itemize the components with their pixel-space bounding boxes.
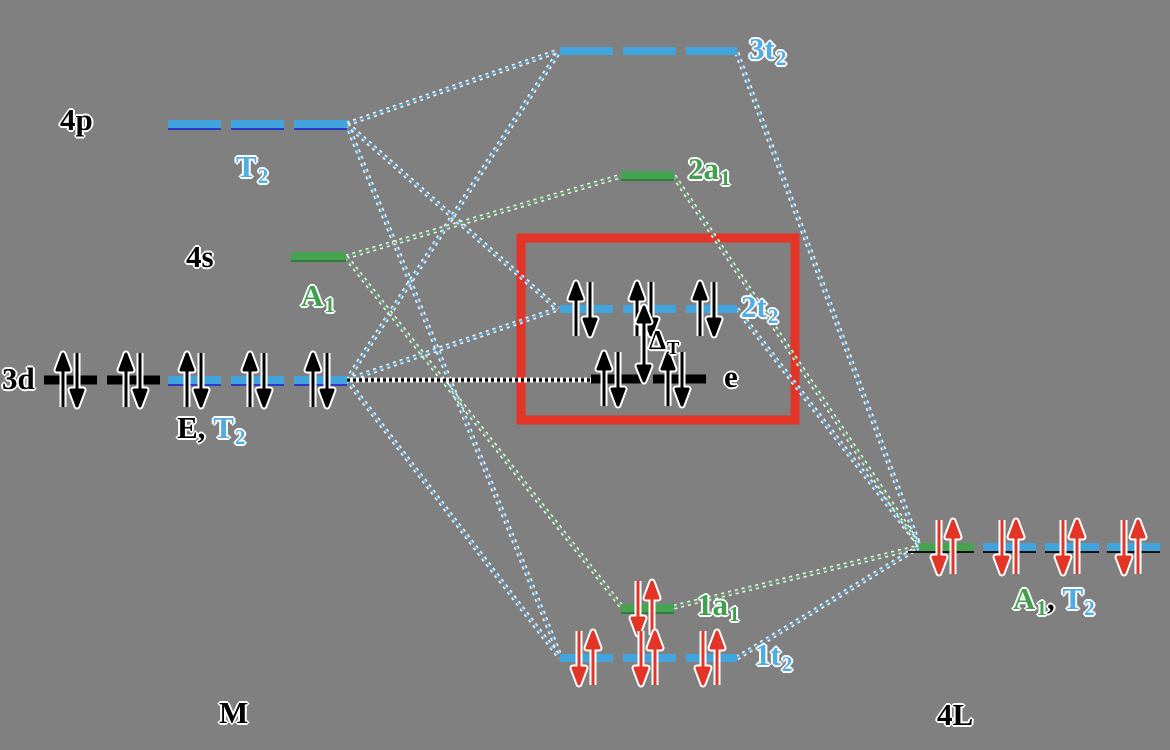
label-3t2: 3t2 xyxy=(749,31,787,70)
label-ligand-symmetry: A1, T2 xyxy=(1013,581,1095,620)
label-4p-symmetry: T2 xyxy=(236,149,269,188)
label-ligand-fragment: 4L xyxy=(937,697,974,732)
label-1t2: 1t2 xyxy=(755,637,793,676)
level-4s xyxy=(291,252,346,262)
label-4s-symmetry: A1 xyxy=(301,278,335,317)
connector-3d-2t2 xyxy=(346,306,559,383)
level-4p xyxy=(168,120,347,130)
label-1a1: 1a1 xyxy=(697,587,740,626)
label-3d: 3d xyxy=(2,361,35,396)
label-4s: 4s xyxy=(186,239,214,274)
label-2a1: 2a1 xyxy=(688,151,731,190)
connector-3d-1t2 xyxy=(345,378,562,660)
label-2t2: 2t2 xyxy=(741,289,779,328)
level-ligand-4l xyxy=(908,543,1160,553)
connector-1t2-ligand xyxy=(735,544,921,661)
connector-2t2-ligand xyxy=(735,307,921,547)
level-1a1 xyxy=(621,604,674,614)
level-2a1 xyxy=(621,171,674,181)
label-metal-fragment: M xyxy=(219,695,249,730)
label-4p: 4p xyxy=(60,102,93,137)
connector-3d-3t2 xyxy=(344,51,561,382)
connector-4p-2t2 xyxy=(345,122,560,311)
connector-1a1-ligand xyxy=(673,544,920,610)
connector-4s-2a1 xyxy=(345,173,622,260)
label-3d-symmetry: E, T2 xyxy=(177,410,246,449)
level-3d xyxy=(44,375,347,386)
highlight-box xyxy=(516,233,800,425)
label-e: e xyxy=(724,359,738,394)
connector-4p-1t2 xyxy=(344,123,563,657)
label-delta-t: ΔT xyxy=(649,325,680,359)
connector-4p-3t2 xyxy=(346,48,559,127)
